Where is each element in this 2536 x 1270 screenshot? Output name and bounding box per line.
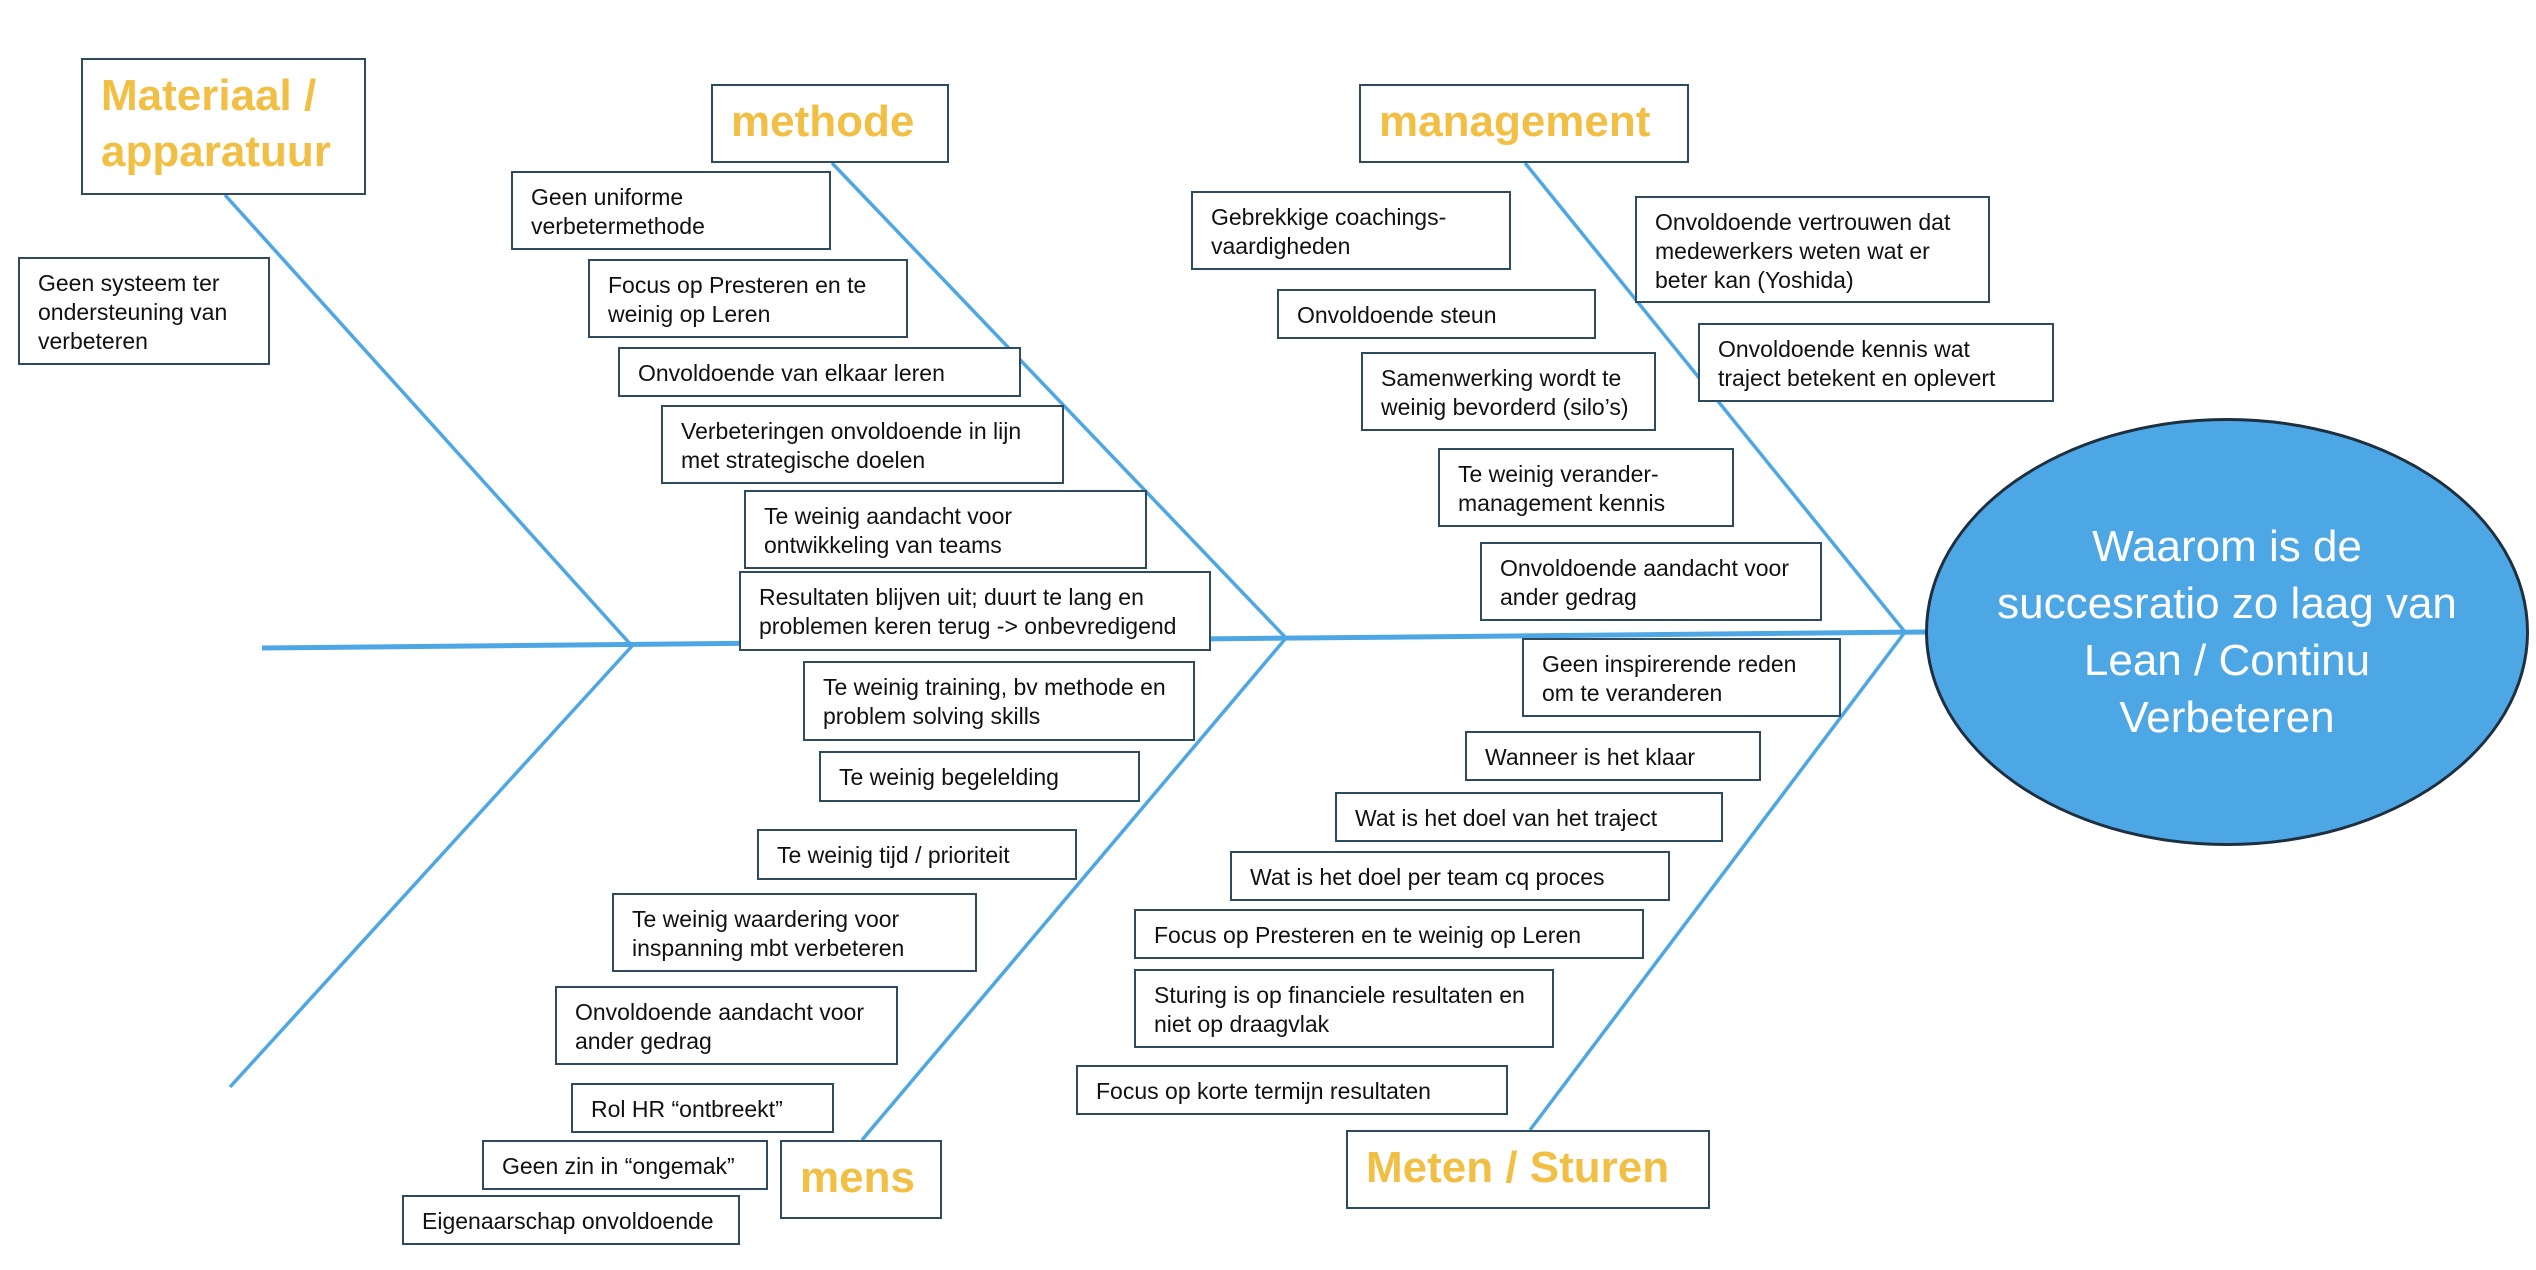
cause-box: Resultaten blijven uit; duurt te lang en… [739, 571, 1211, 651]
cause-box: Te weinig aandacht voor ontwikkeling van… [744, 490, 1147, 569]
bone-mens-left [228, 644, 634, 1089]
cause-box: Te weinig begelelding [819, 751, 1140, 802]
cause-box: Rol HR “ontbreekt” [571, 1083, 834, 1133]
cause-box: Onvoldoende aandacht voor ander gedrag [555, 986, 898, 1065]
cause-box: Te weinig verander-management kennis [1438, 448, 1734, 527]
cause-box: Onvoldoende kennis wat traject betekent … [1698, 323, 2054, 402]
category-materiaal: Materiaal / apparatuur [81, 58, 366, 195]
cause-box: Samenwerking wordt te weinig bevorderd (… [1361, 352, 1656, 431]
cause-box: Eigenaarschap onvoldoende [402, 1195, 740, 1245]
cause-box: Onvoldoende steun [1277, 289, 1596, 339]
cause-box: Sturing is op financiele resultaten en n… [1134, 969, 1554, 1048]
cause-box: Geen systeem ter ondersteuning van verbe… [18, 257, 270, 365]
cause-box: Te weinig tijd / prioriteit [757, 829, 1077, 880]
cause-box: Onvoldoende aandacht voor ander gedrag [1480, 542, 1822, 621]
cause-box: Focus op korte termijn resultaten [1076, 1065, 1508, 1115]
cause-box: Focus op Presteren en te weinig op Leren [1134, 909, 1644, 959]
cause-box: Wanneer is het klaar [1465, 731, 1761, 781]
bone-mens [860, 636, 1288, 1142]
category-meten: Meten / Sturen [1346, 1130, 1710, 1209]
cause-box: Wat is het doel van het traject [1335, 792, 1723, 842]
bone-materiaal [223, 193, 634, 648]
cause-box: Onvoldoende vertrouwen dat medewerkers w… [1635, 196, 1990, 303]
bone-methode [830, 161, 1288, 640]
cause-box: Te weinig waardering voor inspanning mbt… [612, 893, 977, 972]
cause-box: Wat is het doel per team cq proces [1230, 851, 1670, 901]
cause-box: Geen uniforme verbetermethode [511, 171, 831, 250]
bone-meten [1528, 630, 1907, 1132]
cause-box: Focus op Presteren en te weinig op Leren [588, 259, 908, 338]
cause-box: Gebrekkige coachings-vaardigheden [1191, 191, 1511, 270]
category-mens: mens [780, 1140, 942, 1219]
problem-head: Waarom is de succesratio zo laag van Lea… [1925, 418, 2529, 846]
category-methode: methode [711, 84, 949, 163]
cause-box: Verbeteringen onvoldoende in lijn met st… [661, 405, 1064, 484]
cause-box: Geen inspirerende reden om te veranderen [1522, 638, 1841, 717]
category-management: management [1359, 84, 1689, 163]
cause-box: Te weinig training, bv methode en proble… [803, 661, 1195, 741]
cause-box: Onvoldoende van elkaar leren [618, 347, 1021, 397]
cause-box: Geen zin in “ongemak” [482, 1140, 768, 1190]
problem-text: Waarom is de succesratio zo laag van Lea… [1997, 522, 2457, 742]
